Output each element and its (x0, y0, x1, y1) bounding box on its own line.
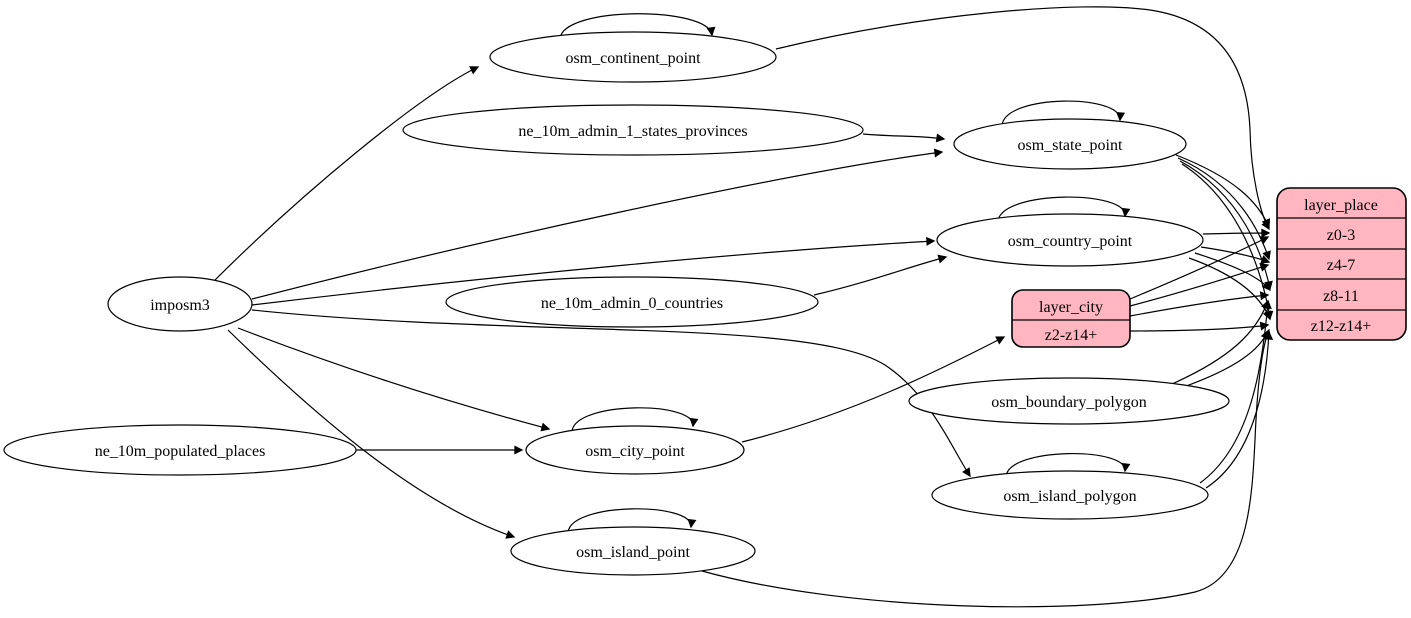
edge-osm_boundary_polygon-layer_place-z8-11 (1171, 299, 1270, 385)
node-imposm3: imposm3 (107, 276, 253, 332)
node-osm-island-polygon: osm_island_polygon (931, 470, 1209, 520)
edge-ne_10m_admin_1_states_provinces-osm_state_point (862, 133, 946, 143)
osm-city-point-label: osm_city_point (585, 443, 685, 460)
edge-layer_city-layer_place-z12-z14 (1129, 321, 1270, 332)
node-osm-continent-point: osm_continent_point (489, 31, 777, 83)
node-osm-boundary-polygon: osm_boundary_polygon (908, 377, 1230, 425)
self-loop-osm_island_point (567, 508, 697, 533)
layer-city-row-z2-z14: z2-z14+ (1045, 327, 1098, 344)
node-ne-10m-populated-places: ne_10m_populated_places (3, 424, 357, 476)
edge-osm_country_point-layer_place-z0-3 (1202, 228, 1271, 238)
node-osm-island-point: osm_island_point (510, 526, 756, 576)
edge-osm_state_point-layer_place-z0-3 (1175, 154, 1271, 229)
edge-layer_city-layer_place-z4-7 (1129, 263, 1270, 307)
osm-boundary-polygon-label: osm_boundary_polygon (991, 394, 1147, 411)
osm-continent-point-label: osm_continent_point (565, 50, 701, 67)
osm-city-point-shape (525, 425, 745, 475)
edge-osm_city_point-layer_city (741, 336, 1006, 443)
edge-layer_city-layer_place-z0-3 (1129, 236, 1270, 300)
osm-country-point-shape (936, 213, 1204, 267)
osm-state-point-shape (953, 118, 1187, 170)
edge-imposm3-osm_city_point (237, 327, 551, 432)
osm-island-polygon-label: osm_island_polygon (1003, 488, 1136, 505)
edge-layer_city-layer_place-z8-11 (1129, 291, 1270, 317)
ne-10m-populated-places-label: ne_10m_populated_places (95, 443, 266, 460)
ne-10m-populated-places-shape (3, 424, 357, 476)
layer-place-row-z12-z14: z12-z14+ (1311, 318, 1372, 335)
osm-boundary-polygon-shape (908, 377, 1230, 425)
self-loop-osm_continent_point (559, 13, 716, 40)
edge-osm_island_point-layer_place-z12-z14 (701, 328, 1271, 608)
edge-osm_country_point-layer_place-z12-z14 (1188, 257, 1272, 321)
edge-imposm3-osm_country_point (251, 236, 936, 306)
osm-island-point-shape (510, 526, 756, 576)
node-layer-city: layer_city z2-z14+ (1011, 289, 1131, 348)
node-osm-state-point: osm_state_point (953, 118, 1187, 170)
edge-osm_country_point-layer_place-z8-11 (1194, 252, 1271, 292)
imposm3-shape (107, 276, 253, 332)
self-loop-osm_state_point (1001, 100, 1126, 126)
edge-osm_country_point-layer_place-z4-7 (1200, 246, 1271, 264)
layer-place-title: layer_place (1304, 197, 1378, 214)
edge-imposm3-osm_state_point (251, 148, 944, 300)
ne-10m-admin-1-states-provinces-label: ne_10m_admin_1_states_provinces (518, 123, 747, 140)
edge-osm_island_polygon-layer_place-z12-z14 (1205, 330, 1274, 489)
layer-city-box (1011, 289, 1131, 348)
osm-country-point-label: osm_country_point (1008, 233, 1133, 250)
imposm3-label: imposm3 (150, 297, 210, 314)
edge-ne_10m_admin_0_countries-osm_country_point (813, 254, 948, 296)
node-osm-country-point: osm_country_point (936, 213, 1204, 267)
ne-10m-admin-1-states-provinces-shape (402, 104, 864, 156)
osm-continent-point-shape (489, 31, 777, 83)
edge-osm_island_polygon-layer_place-z8-11 (1199, 299, 1272, 484)
edge-osm_continent_point-layer_place-z0-3 (775, 6, 1270, 231)
edge-imposm3-osm_continent_point (212, 66, 480, 283)
ne-10m-admin-0-countries-shape (445, 276, 819, 328)
layer-city-title: layer_city (1039, 299, 1103, 316)
node-ne-10m-admin-0-countries: ne_10m_admin_0_countries (445, 276, 819, 328)
layer-place-box (1276, 187, 1407, 341)
node-ne-10m-admin-1-states-provinces: ne_10m_admin_1_states_provinces (402, 104, 864, 156)
layer-place-row-z0-3: z0-3 (1327, 227, 1355, 244)
node-layer-place: layer_place z0-3 z4-7 z8-11 z12-z14+ (1276, 187, 1407, 341)
osm-island-point-label: osm_island_point (576, 544, 690, 561)
edge-osm_boundary_polygon-layer_place-z12-z14 (1177, 329, 1269, 390)
self-loop-osm_island_polygon (1005, 453, 1131, 477)
self-loop-osm_country_point (997, 196, 1131, 222)
layer-place-row-z8-11: z8-11 (1323, 288, 1359, 305)
node-osm-city-point: osm_city_point (525, 425, 745, 475)
edge-imposm3-osm_island_point (227, 329, 516, 539)
osm-island-polygon-shape (931, 470, 1209, 520)
osm-state-point-label: osm_state_point (1018, 137, 1123, 154)
edge-osm_state_point-layer_place-z4-7 (1177, 157, 1271, 261)
self-loop-osm_city_point (571, 407, 699, 432)
edge-osm_state_point-layer_place-z8-11 (1179, 160, 1273, 291)
ne-10m-admin-0-countries-label: ne_10m_admin_0_countries (541, 295, 723, 312)
edge-imposm3-osm_island_polygon (251, 309, 971, 478)
layer-place-row-z4-7: z4-7 (1327, 257, 1355, 274)
edge-layer (212, 6, 1274, 608)
